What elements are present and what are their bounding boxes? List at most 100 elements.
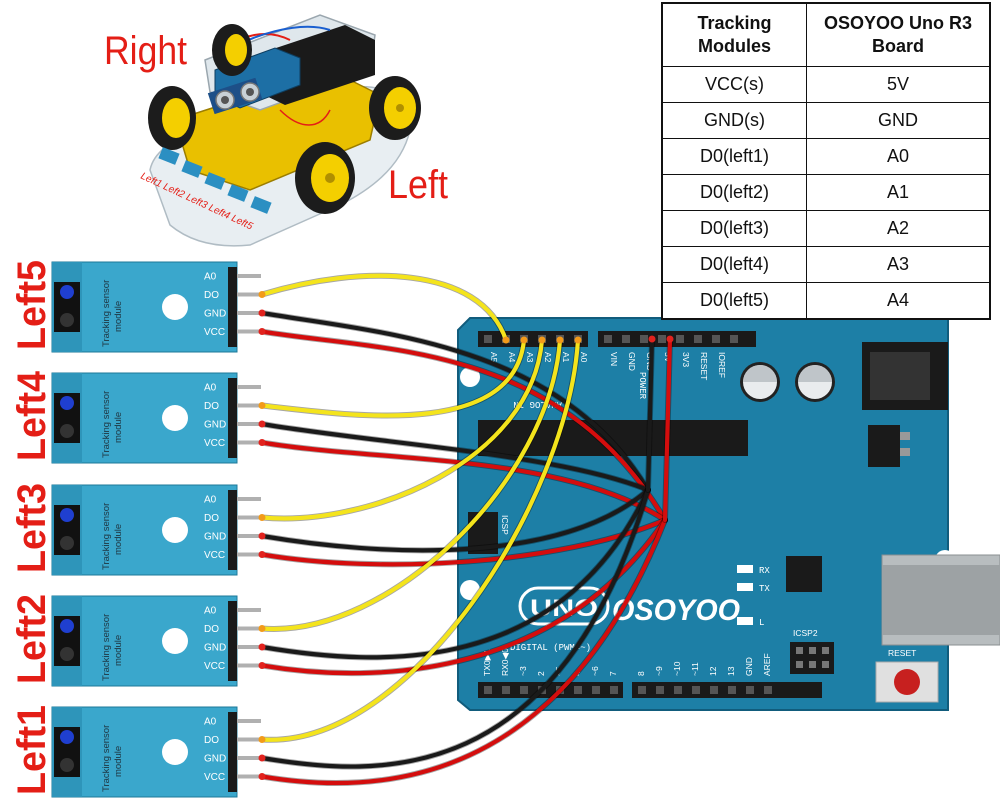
voltage-regulator — [868, 425, 900, 467]
module-pin-a0-label: A0 — [204, 606, 217, 617]
signal-wire-left2 — [259, 337, 563, 631]
gnd-wire-left5 — [259, 310, 651, 493]
pin-dot-analog-0 — [502, 336, 510, 344]
module-pin-do-label: DO — [204, 735, 219, 746]
digital-pin-6: ~6 — [590, 666, 600, 676]
module-title-line1: Tracking sensor — [101, 391, 112, 458]
digital-pin-2: 2 — [536, 671, 546, 676]
signal-wire-left3 — [259, 337, 545, 521]
reset-button-cap[interactable] — [894, 669, 920, 695]
pin-dot-vcc-left3 — [258, 551, 266, 558]
table-cell-module: D0(left4) — [661, 246, 807, 283]
wires — [259, 272, 673, 787]
mount-hole — [162, 294, 188, 320]
mount-hole — [162, 405, 188, 431]
vcc-wire-left5 — [259, 329, 668, 523]
pin-dot-analog-2 — [538, 336, 546, 344]
car-left-label: Left — [388, 163, 448, 207]
power-pin-gnd-1: GND — [627, 352, 637, 371]
analog-pin-a2: A2 — [543, 352, 553, 363]
module-pin-a0-label: A0 — [204, 272, 217, 283]
module-pin-a0-label: A0 — [204, 495, 217, 506]
module-title-line2: module — [113, 412, 124, 443]
module-pin-vcc-label: VCC — [204, 772, 225, 783]
pin-dot-analog-1 — [520, 336, 528, 344]
table-cell-board: A2 — [806, 210, 991, 247]
board-brand: OSOYOO — [612, 594, 740, 627]
table-cell-board: 5V — [806, 66, 991, 103]
pin-dot-do-left3 — [258, 514, 266, 521]
pin-dot-vcc-left4 — [258, 439, 266, 446]
table-cell-module: D0(left1) — [661, 138, 807, 175]
module-title-line1: Tracking sensor — [101, 280, 112, 347]
digital-pin-gnd: GND — [744, 657, 754, 676]
table-row: D0(left5)A4 — [661, 282, 991, 320]
table-cell-board: A0 — [806, 138, 991, 175]
vcc-wire-left1 — [259, 517, 668, 786]
table-cell-board: A1 — [806, 174, 991, 211]
digital-label: DIGITAL (PWM=~) — [510, 643, 591, 653]
power-pin-reset: RESET — [699, 352, 709, 380]
rx-led — [737, 565, 753, 573]
digital-pin-13: 13 — [726, 666, 736, 676]
pin-dot-do-left4 — [258, 402, 266, 409]
module-title-line2: module — [113, 635, 124, 666]
module-label-left1: Left1 — [10, 705, 54, 795]
module-label-left2: Left2 — [10, 594, 54, 684]
pin-dot-analog-3 — [556, 336, 564, 344]
pin-connection-table: Tracking Modules OSOYOO Uno R3 Board VCC… — [661, 2, 991, 320]
table-row: GND(s)GND — [661, 102, 991, 139]
module-pin-do-label: DO — [204, 513, 219, 524]
signal-wire-left1 — [259, 337, 581, 742]
gnd-wire-left4 — [259, 421, 651, 493]
module-pin-gnd-label: GND — [204, 643, 226, 654]
table-header-modules: Tracking Modules — [661, 2, 807, 67]
icsp2-label: ICSP2 — [793, 628, 818, 638]
table-cell-module: D0(left5) — [661, 282, 807, 320]
pin-dots — [258, 291, 674, 780]
table-row: VCC(s)5V — [661, 66, 991, 103]
digital-pin-10: ~10 — [672, 661, 682, 676]
module-title-line1: Tracking sensor — [101, 614, 112, 681]
wheel-back-left — [212, 24, 252, 76]
table-row: D0(left3)A2 — [661, 210, 991, 247]
l-label: L — [759, 618, 764, 628]
gnd-wire-left1 — [259, 487, 651, 769]
pin-dot-do-left5 — [258, 291, 266, 298]
mount-hole — [162, 517, 188, 543]
module-pin-a0-label: A0 — [204, 717, 217, 728]
table-cell-module: D0(left3) — [661, 210, 807, 247]
module-pin-a0-label: A0 — [204, 383, 217, 394]
power-pin-vin: VIN — [609, 352, 619, 366]
module-pin-vcc-label: VCC — [204, 438, 225, 449]
analog-pin-a5: A5 — [489, 352, 499, 363]
table-header-board: OSOYOO Uno R3 Board — [806, 2, 991, 67]
capacitor-2 — [795, 362, 835, 402]
gnd-wire-left3 — [259, 487, 651, 553]
signal-wire-left5 — [259, 273, 509, 343]
module-pin-gnd-label: GND — [204, 309, 226, 320]
analog-header-label: ANALOG IN — [513, 399, 562, 409]
l-led — [737, 617, 753, 625]
module-pin-do-label: DO — [204, 290, 219, 301]
wheel-back-right — [369, 76, 421, 140]
mount-hole — [162, 739, 188, 765]
table-cell-module: D0(left2) — [661, 174, 807, 211]
module-title-line2: module — [113, 746, 124, 777]
digital-header-low — [478, 682, 623, 698]
pin-dot-vcc-left1 — [258, 773, 266, 780]
pin-dot-gnd-left4 — [258, 420, 266, 428]
table-cell-board: A4 — [806, 282, 991, 320]
table-cell-board: GND — [806, 102, 991, 139]
vcc-wire-left3 — [259, 517, 668, 567]
digital-pin-rx0: RX0◀0 — [500, 648, 510, 676]
car-right-label: Right — [104, 29, 187, 73]
module-title-line1: Tracking sensor — [101, 725, 112, 792]
